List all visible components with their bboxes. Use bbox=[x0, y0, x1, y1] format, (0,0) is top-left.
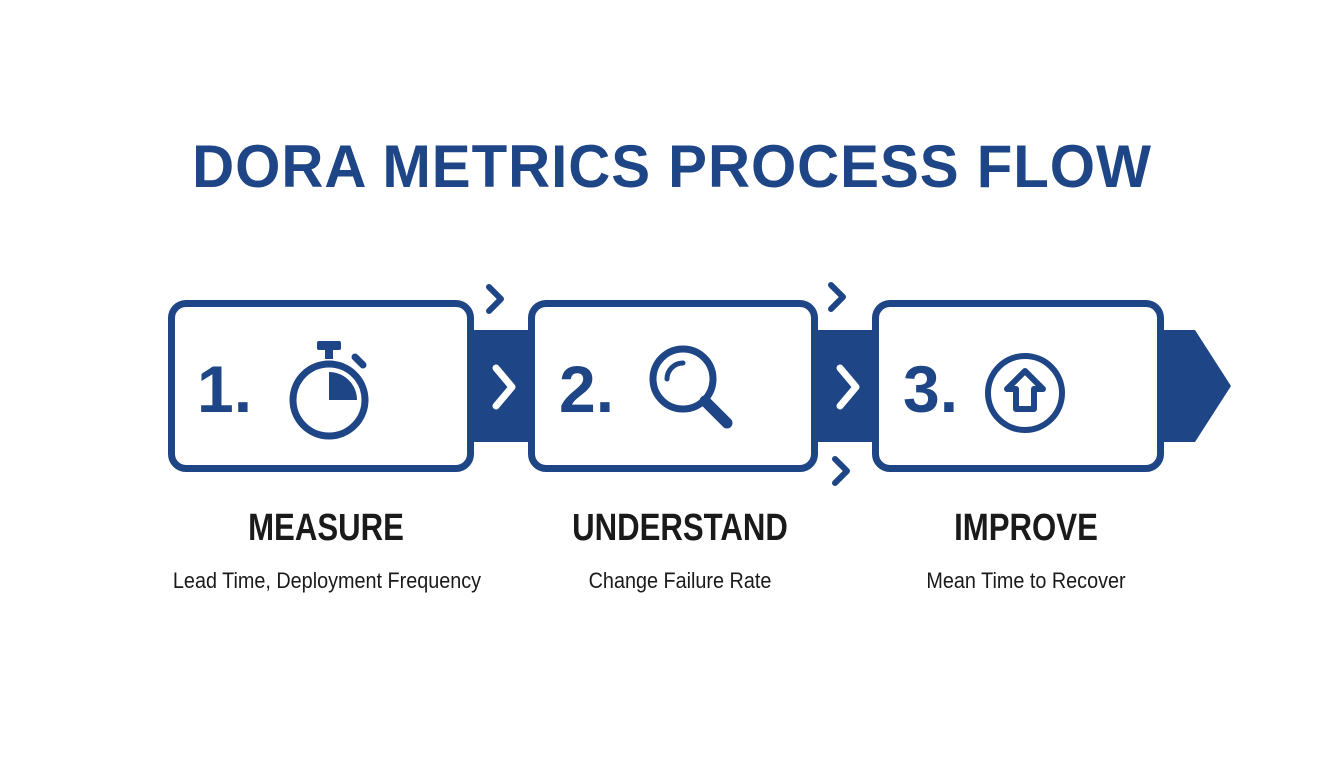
chevron-right-icon bbox=[486, 284, 504, 314]
step-number: 1. bbox=[197, 352, 253, 426]
step-label-measure: MEASURE bbox=[248, 507, 404, 549]
step-label-understand: UNDERSTAND bbox=[572, 507, 788, 549]
step-card-understand: 2. bbox=[528, 300, 818, 472]
step-number: 2. bbox=[559, 352, 615, 426]
step-description-measure: Lead Time, Deployment Frequency bbox=[172, 568, 482, 593]
up-arrow-circle-icon bbox=[985, 353, 1065, 433]
chevron-right-icon bbox=[828, 282, 846, 312]
stopwatch-icon bbox=[289, 341, 369, 440]
step-description-improve: Mean Time to Recover bbox=[926, 568, 1126, 593]
step-label-improve: IMPROVE bbox=[954, 507, 1098, 549]
step-number: 3. bbox=[903, 352, 959, 426]
page-title: DORA METRICS PROCESS FLOW bbox=[192, 133, 1152, 200]
step-card-improve: 3. bbox=[872, 300, 1164, 472]
chevron-right-icon bbox=[832, 456, 850, 486]
connector-band-2 bbox=[812, 330, 878, 442]
end-arrow-shape bbox=[1155, 330, 1231, 442]
connector-band-1 bbox=[466, 330, 536, 442]
step-card-measure: 1. bbox=[168, 300, 474, 472]
step-description-understand: Change Failure Rate bbox=[588, 568, 772, 593]
chevron-right-icon bbox=[836, 364, 860, 410]
chevron-right-icon bbox=[492, 364, 516, 410]
magnifier-icon bbox=[649, 345, 733, 429]
